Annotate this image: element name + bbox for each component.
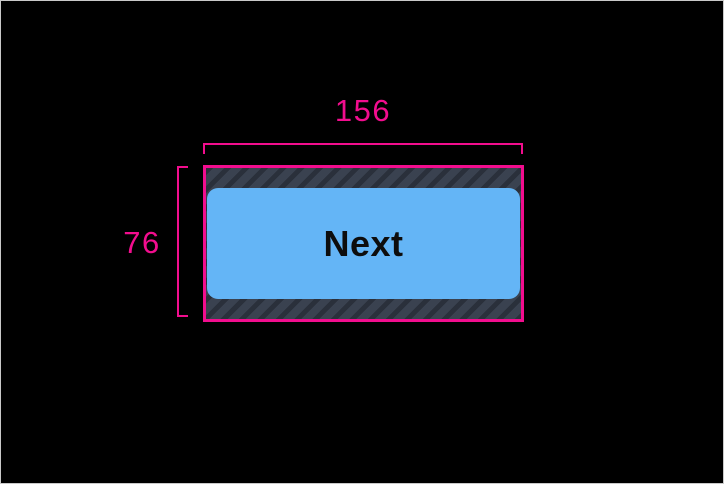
widget-selection-box: Next: [203, 165, 524, 322]
height-measurement-label: 76: [123, 225, 161, 260]
next-button-label: Next: [323, 222, 404, 264]
next-button[interactable]: Next: [207, 188, 520, 299]
height-measurement-bracket: [177, 166, 188, 317]
width-measurement-label: 156: [334, 93, 392, 128]
width-measurement-bracket: [203, 143, 523, 154]
